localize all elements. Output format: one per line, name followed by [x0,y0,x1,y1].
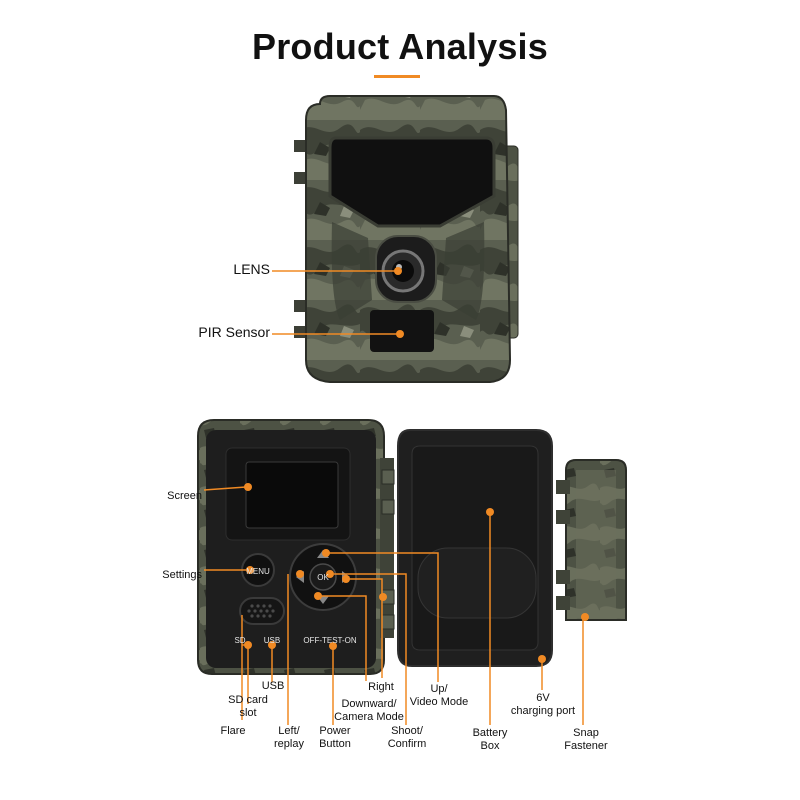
usb-port-label: USB [264,636,280,645]
label-shoot-confirm: Shoot/ Confirm [382,725,432,751]
bottom-callouts [203,486,584,725]
label-left-line1: Left/ [278,725,300,737]
ok-button-label: OK [317,573,329,582]
label-sd-card-line2: slot [239,707,257,719]
label-flare: Flare [220,725,246,737]
power-switch-label: OFF-TEST-ON [303,636,357,645]
sd-slot-label: SD [234,636,245,645]
label-shoot-line2: Confirm [387,738,427,750]
label-left-line2: replay [274,738,304,750]
callout-dots [244,483,589,663]
label-snap-line2: Fastener [564,740,608,752]
page-title: Product Analysis [252,26,548,67]
title-underline [374,75,420,78]
label-battery-box: Battery Box [464,727,516,753]
label-pir-sensor: PIR Sensor [198,324,270,340]
label-snap-fastener: Snap Fastener [560,727,612,753]
label-charging-port: 6V charging port [506,692,580,718]
label-downward-line1: Downward/ [341,698,397,710]
camera-open [197,419,627,675]
label-snap-line1: Snap [573,727,599,739]
label-up-line1: Up/ [430,683,448,695]
label-downward-line2: Camera Mode [334,711,404,723]
label-sd-card-slot: SD card slot [226,694,270,720]
label-battery-line1: Battery [472,727,508,739]
top-callouts [272,267,404,338]
label-left-replay: Left/ replay [266,725,312,751]
label-up-line2: Video Mode [409,696,469,708]
label-downward-camera-mode: Downward/ Camera Mode [332,698,406,724]
label-charging-line2: charging port [510,705,576,717]
menu-button-label: MENU [246,567,270,576]
label-charging-line1: 6V [536,692,550,704]
label-right: Right [368,681,394,693]
label-shoot-line1: Shoot/ [391,725,423,737]
label-battery-line2: Box [480,740,500,752]
label-sd-card-line1: SD card [228,694,268,706]
label-power-button: Power Button [312,725,358,751]
camera-front [294,95,519,383]
label-screen: Screen [167,490,202,502]
label-power-line1: Power [319,725,351,737]
label-lens: LENS [233,261,270,277]
label-up-video-mode: Up/ Video Mode [406,683,472,709]
label-settings: Settings [162,569,202,581]
label-usb: USB [261,680,285,692]
label-power-line2: Button [319,738,351,750]
